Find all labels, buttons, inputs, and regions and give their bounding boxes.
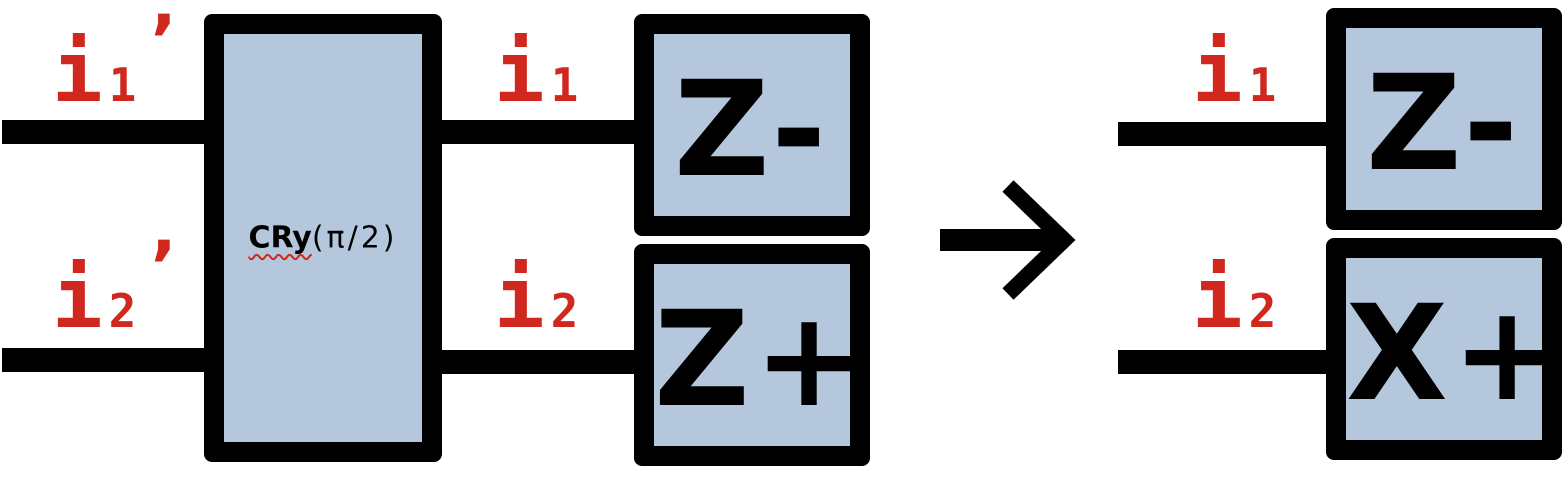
- measurement-box-z-plus-left: Z+: [634, 244, 870, 466]
- measurement-label-z-plus-left: Z+: [654, 283, 869, 437]
- output-label-2-sub: 2: [550, 284, 579, 338]
- output-wire-2: [440, 350, 640, 374]
- input-label-1-sub: 1: [108, 58, 137, 112]
- measurement-label-x-plus-right: X+: [1346, 277, 1567, 431]
- input-label-2-base: i: [52, 249, 103, 347]
- cry-gate-box: CRy(π/2): [204, 14, 442, 462]
- right-label-1-sub: 1: [1248, 58, 1277, 112]
- right-label-2-sub: 2: [1248, 284, 1277, 338]
- right-wire-2: [1118, 350, 1334, 374]
- output-label-2-base: i: [494, 249, 545, 347]
- output-label-1-sub: 1: [550, 58, 579, 112]
- output-label-1-base: i: [494, 23, 545, 121]
- gate-param: (π/2): [311, 220, 398, 256]
- right-arrow-icon: [940, 180, 1076, 300]
- measurement-label-z-minus-left: Z-: [673, 53, 831, 207]
- right-label-2-base: i: [1192, 249, 1243, 347]
- gate-name: CRy: [248, 220, 312, 256]
- output-wire-1: [440, 120, 640, 144]
- measurement-box-x-plus-right: X+: [1326, 238, 1562, 460]
- input-label-1-base: i: [52, 23, 103, 121]
- cry-gate-label: CRy(π/2): [224, 221, 422, 256]
- measurement-box-z-minus-left: Z-: [634, 14, 870, 236]
- right-label-1-base: i: [1192, 23, 1243, 121]
- input-label-2-prime: ’: [150, 226, 177, 308]
- measurement-box-z-minus-right: Z-: [1326, 8, 1562, 230]
- input-wire-1: [2, 120, 212, 144]
- input-label-1-prime: ’: [150, 0, 177, 82]
- input-wire-2: [2, 348, 212, 372]
- input-label-2-sub: 2: [108, 284, 137, 338]
- measurement-label-z-minus-right: Z-: [1365, 47, 1523, 201]
- right-wire-1: [1118, 122, 1334, 146]
